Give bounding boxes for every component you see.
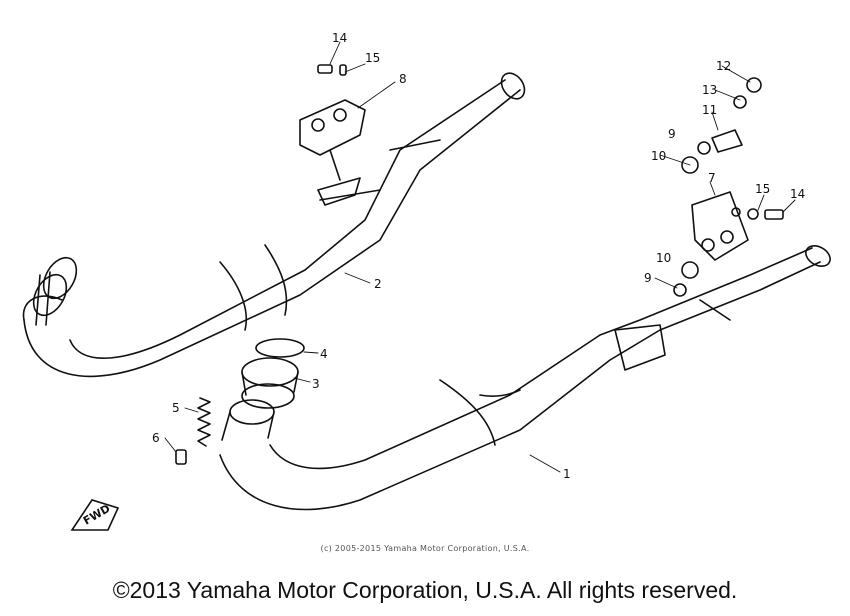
part-label-11: 11 — [702, 103, 717, 117]
part-label-6: 6 — [152, 431, 160, 445]
fwd-marker-text: FWD — [81, 502, 112, 528]
part-label-10-lower: 10 — [656, 251, 671, 265]
joint-assembly — [221, 338, 305, 441]
part-label-5: 5 — [172, 401, 180, 415]
footer-copyright: ©2013 Yamaha Motor Corporation, U.S.A. A… — [112, 577, 738, 603]
diagram-copyright: (c) 2005-2015 Yamaha Motor Corporation, … — [320, 544, 530, 553]
part-label-4: 4 — [320, 347, 328, 361]
part-label-14-lower: 14 — [790, 187, 805, 201]
fwd-direction-marker: FWD — [70, 499, 120, 531]
part-label-1: 1 — [563, 467, 571, 481]
part-label-3: 3 — [312, 377, 320, 391]
upper-pipe-flange — [32, 256, 78, 326]
part-label-15-upper: 15 — [365, 51, 380, 65]
exhaust-pipe-upper — [22, 72, 526, 378]
leader-lines — [164, 41, 796, 473]
part-label-9-upper: 9 — [668, 127, 676, 141]
part-label-12: 12 — [716, 59, 731, 73]
part-label-7: 7 — [708, 171, 716, 185]
part-label-2: 2 — [374, 277, 382, 291]
part-labels: 1 2 3 4 5 6 7 8 9 9 10 10 11 12 13 14 14… — [152, 31, 805, 481]
part-label-14-upper: 14 — [332, 31, 347, 45]
upper-mount-bracket — [299, 99, 366, 206]
exhaust-parts-diagram: FWD 1 2 3 4 5 6 7 8 9 9 10 10 11 12 13 1… — [22, 31, 831, 531]
part-label-13: 13 — [702, 83, 717, 97]
part-label-10-upper: 10 — [651, 149, 666, 163]
lower-mount-bracket — [317, 64, 784, 297]
part-label-15-lower: 15 — [755, 182, 770, 196]
bolt-6 — [175, 449, 187, 465]
spring — [197, 397, 211, 447]
part-label-8: 8 — [399, 72, 407, 86]
exhaust-pipe-lower — [219, 245, 831, 511]
part-label-9-lower: 9 — [644, 271, 652, 285]
